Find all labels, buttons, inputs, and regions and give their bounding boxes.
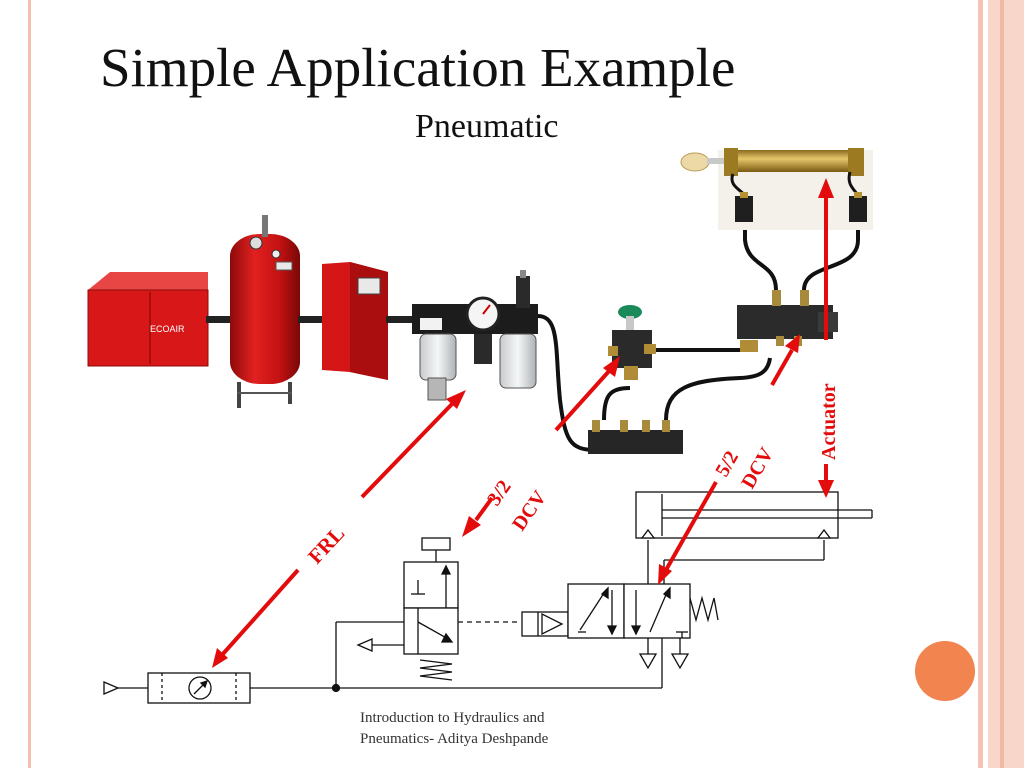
frl-symbol [147,672,251,704]
footer-line-1: Introduction to Hydraulics and [360,710,545,726]
actuator-arrow-head-top [818,178,834,198]
pipe-tank-dryer [298,316,324,323]
slide-frame-right-line [1000,0,1004,768]
frl-arrow-upper [360,402,454,499]
air-receiver-tank [230,215,300,408]
distribution-manifold [588,420,683,454]
label-actuator: Actuator [818,383,840,460]
slide-title: Simple Application Example [100,37,736,98]
label-dcv52-bottom: DCV [737,443,778,492]
slide-frame-right [978,0,983,768]
dcv-32-symbol [356,537,520,681]
cylinder-symbol [635,491,873,539]
dcv52-arrow-head-top [785,334,800,353]
dcv32-arrow-head-bottom [462,516,481,537]
frl-unit [412,270,538,401]
actuator-cylinder [680,148,873,230]
frl-arrow-head-top [446,390,466,409]
dcv32-arrow-head-top [603,356,620,377]
actuator-arrow-head-bottom [818,480,834,498]
slide-subtitle: Pneumatic [415,108,559,145]
compressor-brand-label: ECOAIR [150,324,185,334]
pipe-dryer-frl [386,316,416,323]
label-dcv32-bottom: DCV [508,486,551,535]
valve-52-solenoid [737,290,838,352]
dcv52-arrow-upper [770,349,794,386]
air-dryer-unit [322,262,388,380]
dcv32-arrow-upper [554,368,612,432]
annotation-arrows [212,178,834,668]
footer-line-2: Pneumatics- Aditya Deshpande [360,731,549,747]
slide-frame-left [28,0,31,768]
frl-arrow-lower [220,568,300,657]
supply-source-symbol [103,681,120,695]
hose-52valve-cylinder-b [802,226,860,291]
schematic [103,491,873,704]
slide-frame-right-band [988,0,1024,768]
hose-manifold-32valve [602,386,631,421]
label-dcv52-top: 5/2 [711,447,743,480]
valve-32-push-button [608,305,656,380]
dcv52-arrow-lower [664,481,718,571]
orange-circle-decoration [915,641,975,701]
hose-frl-manifold [537,314,596,452]
label-frl: FRL [303,521,349,568]
dcv32-arrow-lower [474,496,494,522]
hose-manifold-52valve [664,357,772,421]
dcv-52-symbol [521,540,825,688]
dcv52-arrow-head-bottom [658,564,672,585]
compressor-unit: ECOAIR [87,272,209,367]
pipe-compressor-tank [206,316,234,323]
hose-52valve-cylinder-a [743,226,778,291]
frl-arrow-head-bottom [212,648,228,668]
slide-footer: Introduction to Hydraulics and Pneumatic… [360,708,548,750]
